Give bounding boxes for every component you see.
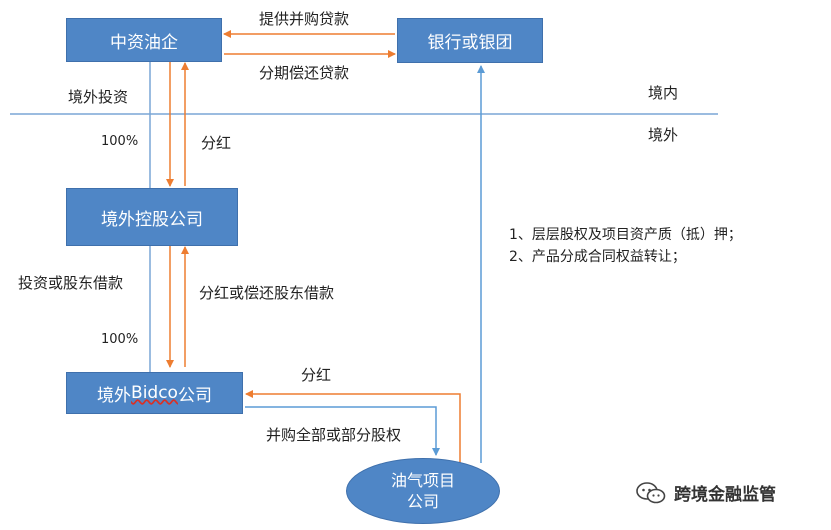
note-line-1: 1、层层股权及项目资产质（抵）押； (509, 227, 742, 243)
bidco-prefix-label: 境外 (97, 385, 132, 406)
dividend-label-bottom: 分红 (301, 366, 332, 384)
domestic-label: 境内 (648, 84, 679, 102)
bank-label: 银行或银团 (427, 33, 513, 53)
dividend-or-repay-label: 分红或偿还股东借款 (199, 284, 335, 302)
acquire-equity-label: 并购全部或部分股权 (266, 426, 402, 444)
sino-oil-enterprise-node: 中资油企 (66, 18, 222, 62)
overseas-investment-label: 境外投资 (68, 88, 129, 106)
bidco-name-label: Bidco (131, 383, 178, 403)
note-line-2: 2、产品分成合同权益转让； (509, 249, 686, 265)
dividend-label-top: 分红 (201, 134, 232, 152)
ownership-pct-top: 100% (101, 134, 139, 149)
overseas-label: 境外 (648, 126, 679, 144)
provide-loan-label: 提供并购贷款 (259, 10, 350, 28)
dividend-from-project-arrow (245, 390, 461, 463)
project-label-line2: 公司 (406, 492, 439, 511)
bank-node: 银行或银团 (397, 18, 543, 63)
acquire-equity-arrow (245, 406, 440, 456)
wechat-icon (636, 481, 666, 503)
invest-or-loan-label: 投资或股东借款 (18, 274, 124, 292)
bidco-suffix-label: 公司 (177, 385, 212, 406)
offshore-holding-label: 境外控股公司 (101, 209, 203, 230)
watermark-text: 跨境金融监管 (674, 485, 776, 505)
watermark: 跨境金融监管 (636, 480, 776, 505)
ownership-pct-bottom: 100% (101, 332, 139, 347)
repay-loan-label: 分期偿还贷款 (259, 64, 350, 82)
oil-gas-project-node: 油气项目 公司 (346, 458, 500, 524)
sino-oil-enterprise-label: 中资油企 (110, 32, 178, 53)
project-label-line1: 油气项目 (390, 471, 455, 490)
offshore-holding-node: 境外控股公司 (66, 188, 238, 246)
